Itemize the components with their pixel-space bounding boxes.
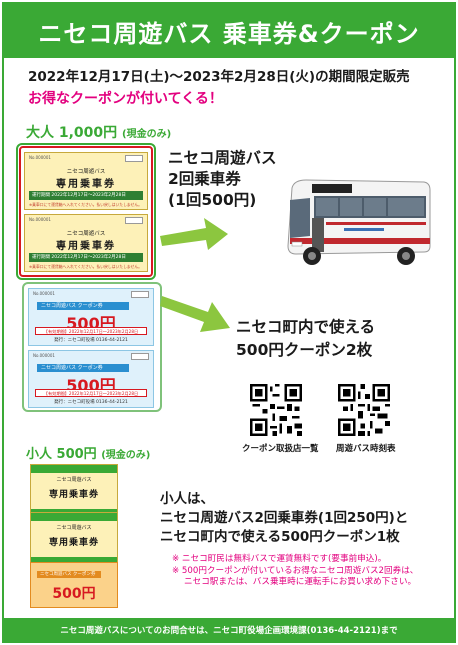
bus-image	[287, 179, 431, 265]
coupon-issuer: 発行：ニセコ町役場 0136-44-2121	[54, 338, 128, 343]
child-info: 小人は、 ニセコ周遊バス2回乗車券(1回250円)と ニセコ町内で使える500円…	[160, 490, 408, 547]
bus-ticket-info: ニセコ周遊バス 2回乗車券 (1回500円)	[168, 148, 277, 211]
coupon-header: ニセコ周遊バス クーポン券	[37, 302, 129, 310]
notes: ※ ニセコ町民は無料バスで運賃無料です(要事前申込)。 ※ 500円クーポンが付…	[172, 554, 418, 589]
footer-contact: ニセコ周遊バスについてのお問合せは、ニセコ町役場企画環境課(0136-44-21…	[4, 618, 454, 641]
bus-info-line3: (1回500円)	[168, 190, 257, 209]
arrow-to-bus-icon	[160, 218, 228, 250]
page-title: ニセコ周遊バス 乗車券&クーポン	[38, 19, 420, 48]
qr-caption-shops: クーポン取扱店一覧	[242, 444, 319, 454]
ticket-kind: 専用乗車券	[56, 179, 116, 190]
bus-info-line1: ニセコ周遊バス	[168, 149, 277, 167]
child-price-label: 小人 500円	[26, 447, 97, 462]
ticket-group-outline	[16, 143, 156, 280]
ticket-footer-band	[31, 557, 117, 563]
ticket-group-red-outline	[19, 146, 153, 277]
note-line2: ※ 500円クーポンが付いているお得なニセコ周遊バス2回券は、	[172, 565, 419, 576]
ticket-kind: 専用乗車券	[48, 490, 99, 500]
coupon-stub	[131, 291, 149, 298]
ticket-stub	[125, 217, 143, 224]
qr-code-shops-icon[interactable]	[250, 384, 302, 436]
ticket-stub	[125, 155, 143, 162]
ticket-note: ※乗車口にて運賃箱へ入れてください。払い戻しはいたしません。	[29, 202, 142, 207]
ticket-band	[31, 513, 117, 521]
note-line3: ニセコ駅または、バス乗車時に運転手にお買い求め下さい。	[184, 577, 417, 588]
child-ticket-stack: ニセコ周遊バス 専用乗車券 ニセコ周遊バス 専用乗車券 ニセコ周遊バス クーポン…	[30, 464, 118, 608]
ticket-kind: 専用乗車券	[56, 241, 116, 252]
coupon-number: No.000001	[33, 291, 55, 296]
coupon-header: ニセコ周遊バス クーポン券	[37, 571, 101, 578]
child-info-line1: 小人は、	[160, 491, 214, 507]
note-line1: ※ ニセコ町民は無料バスで運賃無料です(要事前申込)。	[172, 554, 387, 564]
bus-ticket-1: No.000001 ニセコ周遊バス 専用乗車券 運行期間 2022年12月17日…	[24, 152, 148, 210]
coupon-header: ニセコ周遊バス クーポン券	[37, 364, 129, 372]
bus-ticket-2: No.000001 ニセコ周遊バス 専用乗車券 運行期間 2022年12月17日…	[24, 214, 148, 272]
qr-code-timetable-icon[interactable]	[338, 384, 390, 436]
child-bus-ticket-2: ニセコ周遊バス 専用乗車券	[30, 512, 118, 564]
child-bus-ticket-1: ニセコ周遊バス 専用乗車券	[30, 464, 118, 516]
adult-cash-only: (現金のみ)	[122, 129, 172, 140]
ticket-band	[31, 465, 117, 473]
ticket-validity: 運行期間 2022年12月17日〜2023年2月28日	[29, 191, 143, 200]
bus-info-line2: 2回乗車券	[168, 169, 241, 188]
ticket-kind: 専用乗車券	[48, 538, 99, 548]
coupon-number: No.000001	[33, 353, 55, 358]
child-coupon: ニセコ周遊バス クーポン券 500円	[30, 562, 118, 608]
title-banner: ニセコ周遊バス 乗車券&クーポン	[4, 4, 454, 58]
coupon-2: No.000001 ニセコ周遊バス クーポン券 500円 【有効期間】2022年…	[28, 350, 154, 408]
coupon-period: 【有効期間】2022年12月17日〜2023年2月28日	[35, 389, 147, 397]
promo-text: お得なクーポンが付いてくる！	[28, 91, 223, 107]
ticket-number: No.000001	[29, 155, 51, 160]
ticket-route: ニセコ周遊バス	[66, 169, 106, 175]
child-price: 小人 500円 (現金のみ)	[26, 443, 150, 462]
coupon-group-outline	[22, 282, 162, 412]
adult-price: 大人 1,000円 (現金のみ)	[26, 122, 171, 142]
child-cash-only: (現金のみ)	[101, 450, 151, 461]
coupon-issuer: 発行：ニセコ町役場 0136-44-2121	[54, 400, 128, 405]
adult-price-label: 大人 1,000円	[26, 125, 118, 141]
qr-caption-timetable: 周遊バス時刻表	[336, 444, 396, 454]
ticket-number: No.000001	[29, 217, 51, 222]
ticket-route: ニセコ周遊バス	[56, 525, 92, 531]
coupon-period: 【有効期間】2022年12月17日〜2023年2月28日	[35, 327, 147, 335]
arrow-to-coupon-icon	[160, 296, 230, 332]
child-info-line3: ニセコ町内で使える500円クーポン1枚	[160, 528, 400, 545]
child-coupon-amount: 500円	[52, 586, 96, 602]
child-info-line2: ニセコ周遊バス2回乗車券(1回250円)と	[160, 509, 409, 526]
ticket-note: ※乗車口にて運賃箱へ入れてください。払い戻しはいたしません。	[29, 264, 142, 269]
coupon-info: ニセコ町内で使える 500円クーポン2枚	[236, 316, 375, 363]
coupon-info-line1: ニセコ町内で使える	[236, 318, 376, 336]
coupon-info-line2: 500円クーポン2枚	[236, 341, 373, 360]
sales-period: 2022年12月17日(土)〜2023年2月28日(火)の期間限定販売	[28, 69, 410, 85]
ticket-route: ニセコ周遊バス	[66, 231, 106, 237]
coupon-1: No.000001 ニセコ周遊バス クーポン券 500円 【有効期間】2022年…	[28, 288, 154, 346]
coupon-stub	[131, 353, 149, 360]
ticket-validity: 運行期間 2022年12月17日〜2023年2月28日	[29, 253, 143, 262]
ticket-route: ニセコ周遊バス	[56, 477, 92, 483]
